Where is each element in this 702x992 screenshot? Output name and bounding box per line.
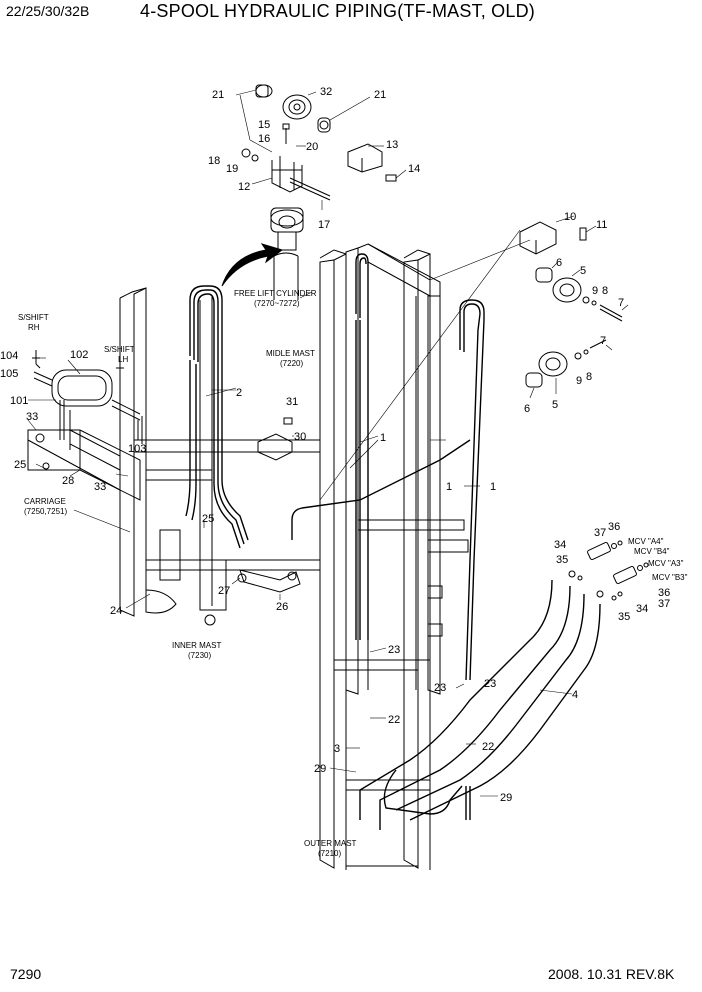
- callout-6: 6: [524, 403, 530, 415]
- callout-37: 37: [658, 598, 670, 610]
- callout-37: 37: [594, 527, 606, 539]
- model-code: 22/25/30/32B: [6, 3, 90, 19]
- label-sshift-rh-1: S/SHIFT: [18, 313, 49, 322]
- label-midle-mast-code: (7220): [280, 359, 303, 368]
- label-free-lift-cylinder-code: (7270~7272): [254, 299, 300, 308]
- label-carriage-code: (7250,7251): [24, 507, 67, 516]
- free-lift-cylinder: [221, 207, 313, 300]
- label-mcv-b4: MCV "B4": [634, 547, 670, 556]
- callout-23: 23: [434, 682, 446, 694]
- callout-29: 29: [500, 792, 512, 804]
- callout-25: 25: [202, 513, 214, 525]
- label-sshift-lh-2: LH: [118, 355, 128, 364]
- callout-11: 11: [596, 219, 607, 231]
- mcv-fittings: [568, 540, 649, 601]
- tube-set-2: [185, 285, 249, 549]
- callout-7: 7: [618, 297, 624, 309]
- callout-7: 7: [600, 335, 606, 347]
- callout-1: 1: [446, 481, 452, 493]
- label-midle-mast: MIDLE MAST: [266, 349, 315, 358]
- label-free-lift-cylinder: FREE LIFT CYLINDER: [234, 289, 317, 298]
- callout-10: 10: [564, 211, 576, 223]
- callout-28: 28: [62, 475, 74, 487]
- callout-leaders: [125, 387, 573, 797]
- callout-13: 13: [386, 139, 398, 151]
- callout-29: 29: [314, 763, 326, 775]
- label-sshift-rh-2: RH: [28, 323, 40, 332]
- top-sheave-assembly: [235, 84, 407, 210]
- side-shift-group: [27, 350, 143, 533]
- callout-103: 103: [128, 443, 146, 455]
- callout-1: 1: [490, 481, 496, 493]
- callout-34: 34: [636, 603, 648, 615]
- callout-14: 14: [408, 163, 420, 175]
- callout-21: 21: [374, 89, 386, 101]
- callout-105: 105: [0, 368, 18, 380]
- date-revision: 2008. 10.31 REV.8K: [548, 966, 675, 982]
- callout-32: 32: [320, 86, 332, 98]
- labels: FREE LIFT CYLINDER (7270~7272) MIDLE MAS…: [18, 289, 688, 858]
- callout-23: 23: [484, 678, 496, 690]
- callout-26: 26: [276, 601, 288, 613]
- callout-6: 6: [556, 257, 562, 269]
- inner-mast-carriage: [27, 287, 320, 626]
- label-mcv-b3: MCV "B3": [652, 573, 688, 582]
- callout-3: 3: [334, 743, 340, 755]
- bracket-30-31: [257, 417, 294, 461]
- page-number: 7290: [10, 966, 42, 982]
- callout-36: 36: [658, 587, 670, 599]
- callout-1: 1: [380, 432, 386, 444]
- callout-25: 25: [14, 459, 26, 471]
- label-sshift-lh-1: S/SHIFT: [104, 345, 135, 354]
- label-inner-mast-code: (7230): [188, 651, 211, 660]
- clamp-assembly: [231, 569, 301, 600]
- callout-23: 23: [388, 644, 400, 656]
- callout-9: 9: [576, 375, 582, 387]
- hose-set-4: [359, 579, 601, 830]
- callout-22: 22: [388, 714, 400, 726]
- callout-104: 104: [0, 350, 18, 362]
- callout-22: 22: [482, 741, 494, 753]
- callout-30: 30: [294, 431, 306, 443]
- callout-19: 19: [226, 163, 238, 175]
- callout-24: 24: [110, 605, 122, 617]
- callout-36: 36: [608, 521, 620, 533]
- callout-34: 34: [554, 539, 566, 551]
- label-mcv-a4: MCV "A4": [628, 537, 664, 546]
- callout-35: 35: [618, 611, 630, 623]
- callout-31: 31: [286, 396, 298, 408]
- callout-102: 102: [70, 349, 88, 361]
- callout-35: 35: [556, 554, 568, 566]
- middle-mast: [345, 243, 469, 695]
- callout-9: 9: [592, 285, 598, 297]
- callout-8: 8: [586, 371, 592, 383]
- callout-2: 2: [236, 387, 242, 399]
- callout-21: 21: [212, 89, 224, 101]
- callout-101: 101: [10, 395, 28, 407]
- callout-16: 16: [258, 133, 270, 145]
- label-carriage: CARRIAGE: [24, 497, 66, 506]
- label-outer-mast-code: (7210): [318, 849, 341, 858]
- callout-18: 18: [208, 155, 220, 167]
- callout-33: 33: [26, 411, 38, 423]
- callout-15: 15: [258, 119, 270, 131]
- callout-5: 5: [580, 265, 586, 277]
- callout-numbers: 21 32 21 15 16 20 13 18 19 14 12 17 10 1…: [0, 86, 670, 804]
- callout-5: 5: [552, 399, 558, 411]
- label-mcv-a3: MCV "A3": [648, 559, 684, 568]
- callout-33: 33: [94, 481, 106, 493]
- callout-4: 4: [572, 689, 578, 701]
- callout-8: 8: [602, 285, 608, 297]
- middle-mast-tubes: [291, 253, 485, 681]
- label-inner-mast: INNER MAST: [172, 641, 221, 650]
- callout-20: 20: [306, 141, 318, 153]
- callout-12: 12: [238, 181, 250, 193]
- right-sheave-set: [519, 215, 629, 399]
- callout-17: 17: [318, 219, 330, 231]
- page-title: 4-SPOOL HYDRAULIC PIPING(TF-MAST, OLD): [140, 1, 535, 21]
- label-outer-mast: OUTER MAST: [304, 839, 357, 848]
- callout-27: 27: [218, 585, 230, 597]
